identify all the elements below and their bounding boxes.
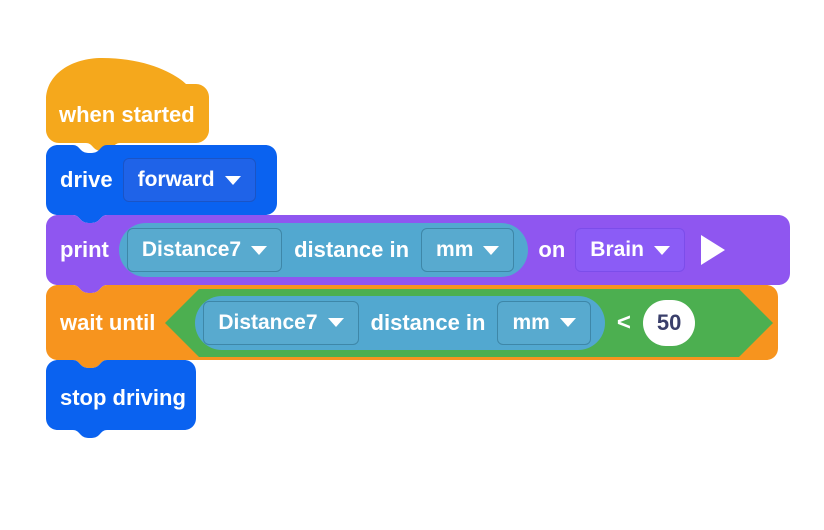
reporter-distance-condition[interactable]: Distance7 distance in mm xyxy=(195,295,605,350)
chevron-down-icon xyxy=(653,245,670,255)
condition-units-value: mm xyxy=(512,310,550,334)
block-wait-until[interactable]: wait until Distance7 distance in xyxy=(46,285,778,368)
block-drive-label: drive xyxy=(60,167,113,192)
condition-sensor-value: Distance7 xyxy=(218,310,318,334)
chevron-down-icon xyxy=(483,245,500,255)
drive-direction-value: forward xyxy=(137,168,215,191)
stop-driving-block-shape xyxy=(46,360,196,438)
print-sensor-dropdown[interactable]: Distance7 xyxy=(126,228,283,272)
chevron-down-icon xyxy=(251,245,268,255)
play-arrow-icon[interactable] xyxy=(700,235,725,265)
drive-direction-dropdown[interactable]: forward xyxy=(122,158,256,202)
print-target-value: Brain xyxy=(590,238,644,261)
print-target-dropdown[interactable]: Brain xyxy=(575,228,685,272)
chevron-down-icon xyxy=(327,318,344,327)
block-stop-driving[interactable]: stop driving xyxy=(46,360,196,438)
threshold-number-input[interactable]: 50 xyxy=(642,299,696,346)
condition-sensor-dropdown[interactable]: Distance7 xyxy=(203,300,359,345)
block-stop-driving-label: stop driving xyxy=(60,384,186,410)
print-reporter-text: distance in xyxy=(294,237,410,262)
block-print-label: print xyxy=(60,237,109,262)
block-wait-until-label: wait until xyxy=(60,309,156,335)
block-print[interactable]: print Distance7 distance in mm on Brain xyxy=(46,215,790,293)
chevron-down-icon xyxy=(559,318,576,327)
block-print-on-label: on xyxy=(538,237,566,262)
print-sensor-value: Distance7 xyxy=(141,238,242,261)
condition-units-dropdown[interactable]: mm xyxy=(497,300,591,345)
print-units-value: mm xyxy=(436,238,474,261)
chevron-down-icon xyxy=(224,175,241,185)
print-units-dropdown[interactable]: mm xyxy=(421,228,515,272)
boolean-less-than[interactable]: Distance7 distance in mm < 50 xyxy=(165,288,774,357)
comparison-operator: < xyxy=(616,308,631,336)
reporter-distance-print[interactable]: Distance7 distance in mm xyxy=(118,223,529,277)
condition-reporter-text: distance in xyxy=(370,309,486,335)
block-when-started-label: when started xyxy=(59,102,195,127)
block-drive[interactable]: drive forward xyxy=(46,145,277,223)
block-when-started[interactable]: when started xyxy=(46,56,210,151)
hat-block-shape xyxy=(46,58,209,151)
threshold-number-value: 50 xyxy=(656,309,682,335)
